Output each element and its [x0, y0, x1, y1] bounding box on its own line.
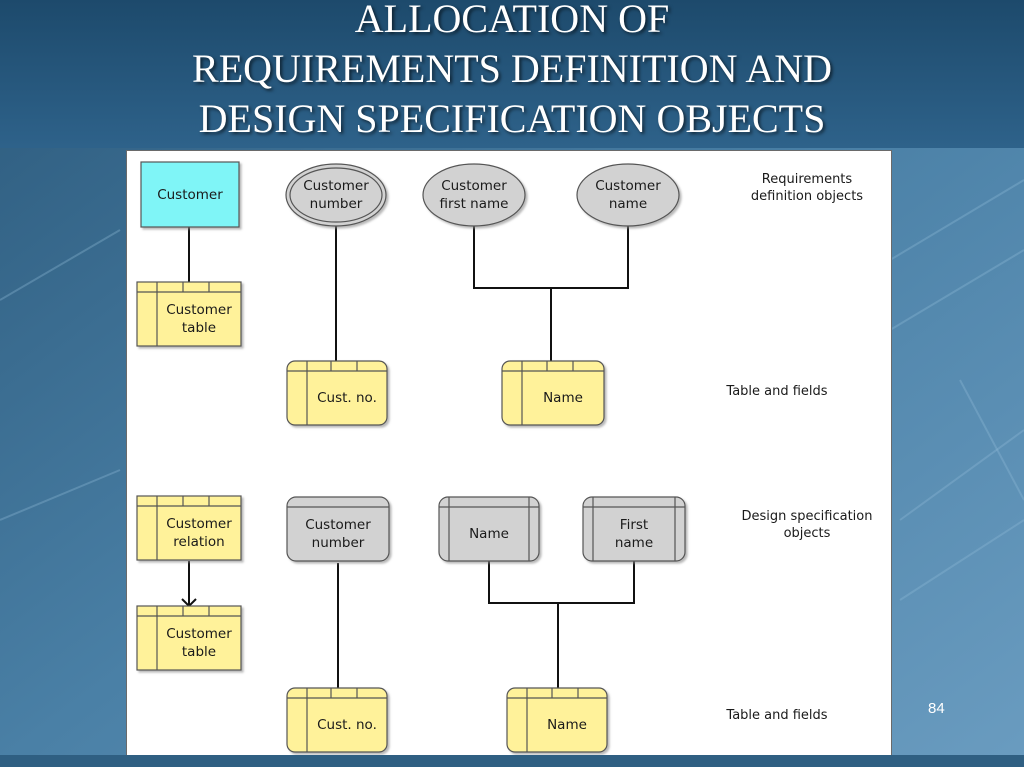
connector-domains-merge: [488, 561, 635, 604]
page-number: 84: [928, 700, 945, 717]
node-customer-first-name-attribute: Customer first name: [439, 178, 509, 212]
table-shape-cust-no-1: [286, 360, 388, 426]
connector-names-to-name-field: [473, 225, 629, 289]
node-customer-relation: Customer relation: [166, 516, 232, 550]
title-line-1: ALLOCATION OF: [354, 0, 670, 41]
diagram-panel: Customer Customer table Customer number …: [126, 150, 892, 766]
node-customer-entity: Customer: [157, 186, 223, 203]
domain-shape-name: [438, 496, 540, 562]
footer-strip: [0, 755, 1024, 767]
table-shape-customer-table-1: [136, 281, 242, 347]
node-customer-name-attribute: Customer name: [595, 178, 661, 212]
ellipse-customer-first-name: [422, 163, 526, 227]
label-design-specification-objects: Design specification objects: [741, 509, 873, 541]
node-customer-number-attribute: Customer number: [303, 178, 369, 212]
slide-title: ALLOCATION OF REQUIREMENTS DEFINITION AN…: [0, 0, 1024, 144]
table-shape-customer-table-2: [136, 605, 242, 671]
node-customer-table-2: Customer table: [166, 626, 232, 660]
node-name-field-2: Name: [547, 717, 587, 733]
node-cust-no-field-2: Cust. no.: [317, 717, 377, 733]
table-shape-customer-relation: [136, 495, 242, 561]
node-customer-number-domain: Customer number: [305, 517, 371, 551]
domain-shape-customer-number: [286, 496, 390, 562]
table-shape-cust-no-2: [286, 687, 388, 753]
table-shape-name-2: [506, 687, 608, 753]
node-name-field-1: Name: [543, 390, 583, 406]
label-table-and-fields-1: Table and fields: [726, 384, 828, 399]
node-name-domain: Name: [469, 526, 509, 542]
ellipse-customer-number: [285, 163, 387, 227]
entity-box: [140, 161, 240, 228]
node-cust-no-field-1: Cust. no.: [317, 390, 377, 406]
allocation-diagram: [136, 161, 686, 753]
table-shape-name-1: [501, 360, 605, 426]
ellipse-customer-name: [576, 163, 680, 227]
title-line-2: REQUIREMENTS DEFINITION AND: [192, 46, 832, 91]
node-first-name-domain: First name: [614, 517, 654, 551]
domain-shape-first-name: [582, 496, 686, 562]
node-customer-table-1: Customer table: [166, 302, 232, 336]
title-line-3: DESIGN SPECIFICATION OBJECTS: [198, 96, 826, 141]
label-table-and-fields-2: Table and fields: [726, 708, 828, 723]
label-requirements-definition-objects: Requirements definition objects: [750, 172, 864, 204]
